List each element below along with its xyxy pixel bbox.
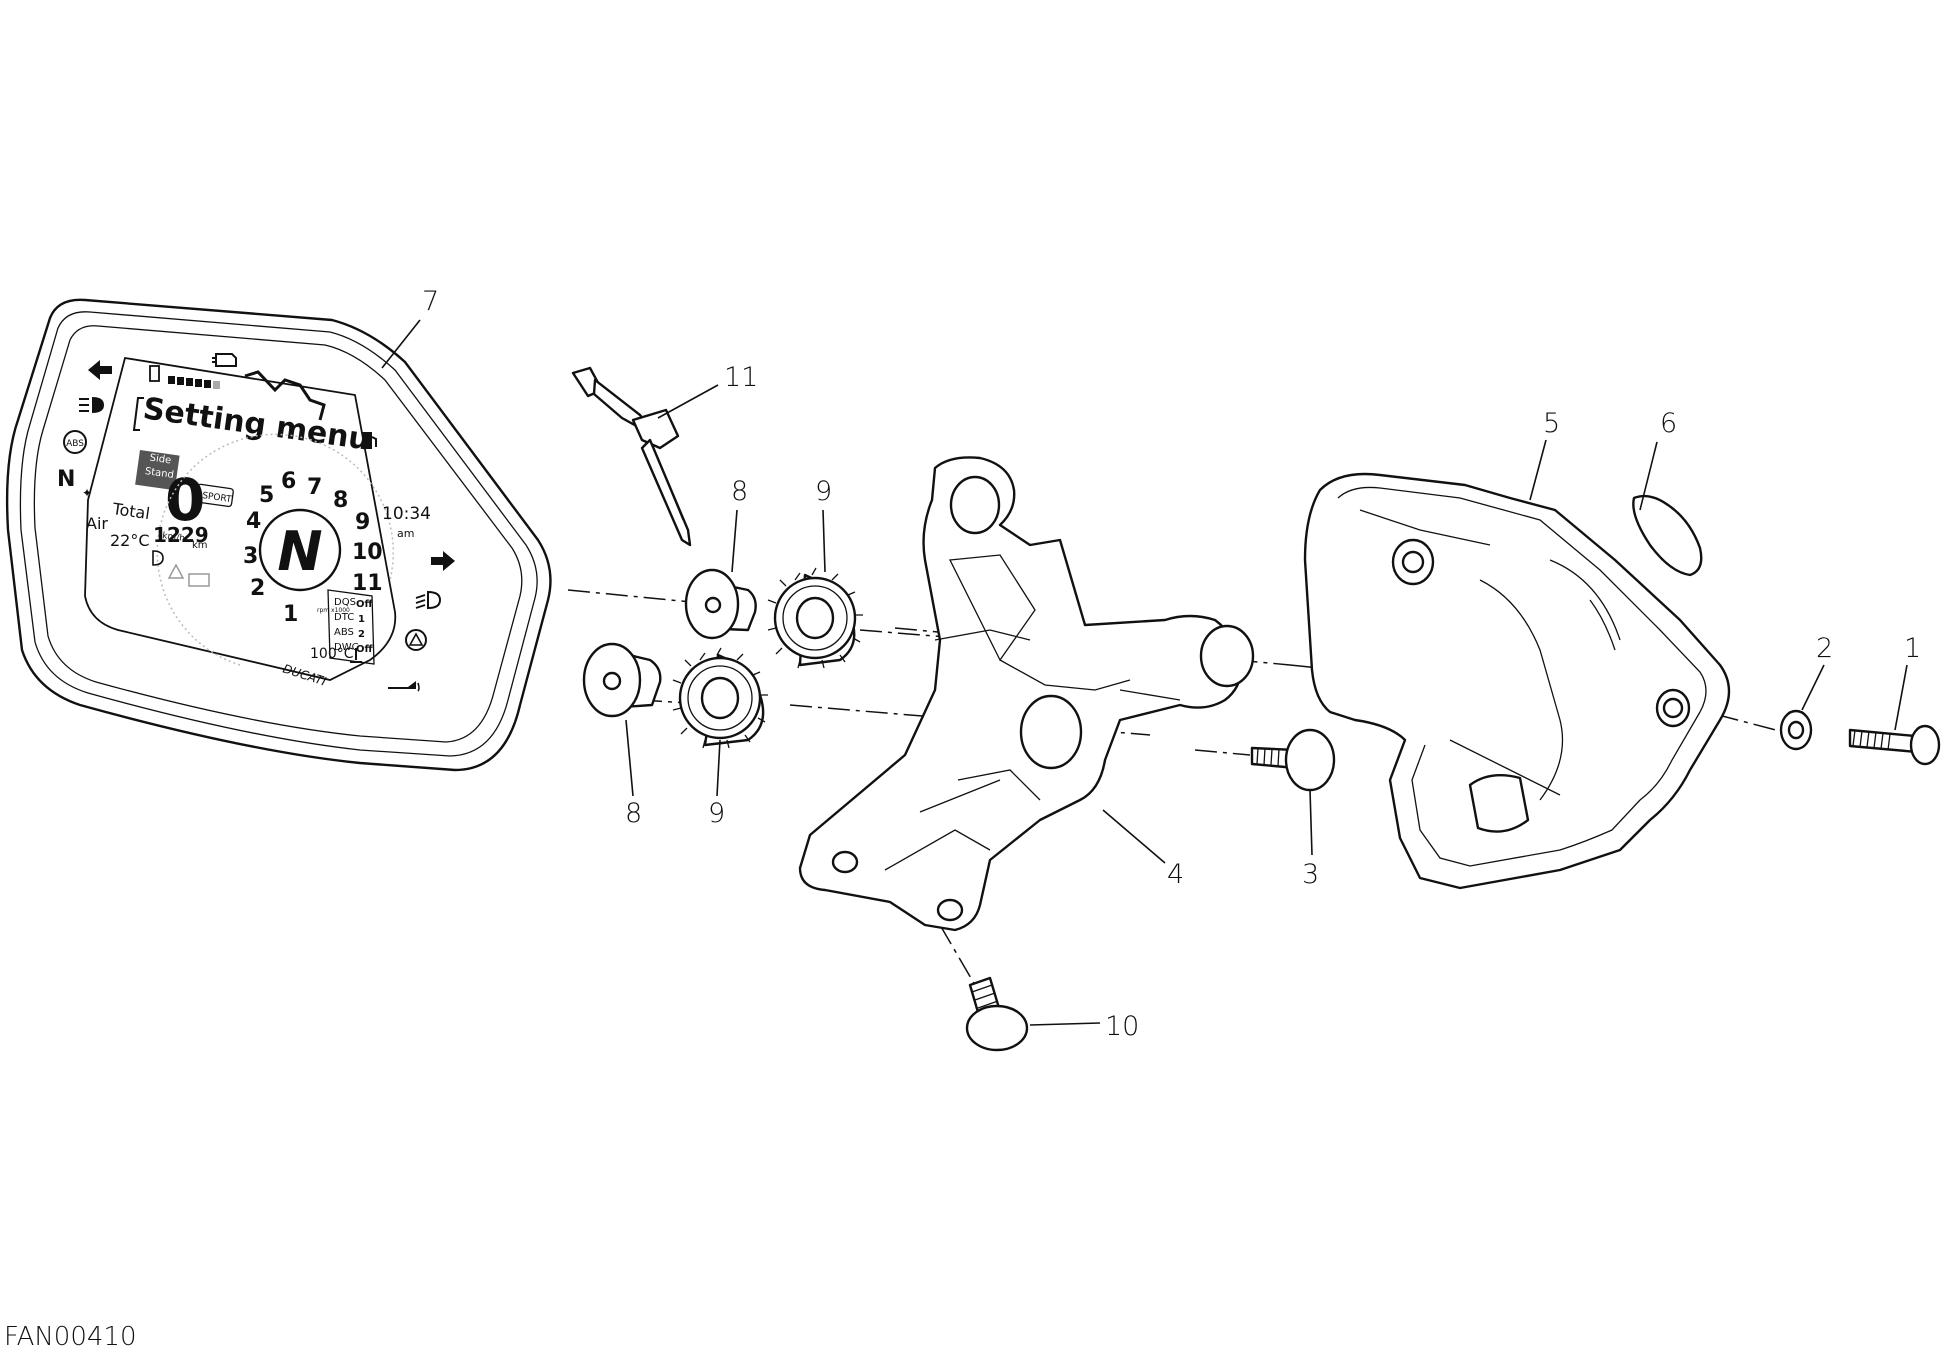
air-label: Air — [86, 514, 108, 533]
rubber-gear-lower — [672, 647, 768, 749]
status-value-4: Off — [356, 644, 374, 655]
status-box: DQS Off DTC 1 ABS 2 DWC Off — [327, 589, 375, 665]
instrument-panel: ABS N — [5, 298, 552, 772]
callout-8-upper: 8 — [731, 476, 748, 507]
warning-triangle-screen-icon — [167, 563, 185, 579]
fuel-level-bar — [168, 376, 220, 389]
status-value-1: Off — [356, 599, 374, 610]
side-stand-badge — [135, 450, 180, 491]
rpm-tick-11: 11 — [352, 571, 383, 596]
callout-11: 11 — [724, 362, 758, 393]
callout-4: 4 — [1167, 859, 1184, 890]
leader-lines — [381, 319, 1908, 1026]
neutral-indicator-icon: N — [57, 467, 75, 492]
rpm-unit: rpm x1000 — [317, 607, 350, 614]
high-beam-icon — [79, 397, 104, 413]
status-label-4: DWC — [334, 642, 359, 653]
odometer-value: 1229 — [153, 523, 209, 547]
fuel-level-icon — [149, 365, 160, 382]
gear-indicator: N — [277, 520, 322, 583]
svg-text:✦: ✦ — [82, 486, 92, 500]
callout-9-upper: 9 — [815, 476, 832, 507]
callout-8-lower: 8 — [625, 798, 642, 829]
turn-right-icon — [431, 551, 455, 571]
rpm-tick-3: 3 — [243, 544, 258, 569]
rpm-tick-7: 7 — [307, 475, 322, 500]
engine-check-icon — [212, 353, 237, 367]
rpm-tick-9: 9 — [355, 510, 370, 535]
screw-center — [1250, 728, 1336, 792]
speed-unit: km/h — [162, 531, 186, 544]
rpm-tick-5: 5 — [259, 483, 274, 508]
rpm-tick-1: 1 — [283, 602, 298, 627]
rubber-gear-upper — [767, 567, 863, 669]
screw-bottom — [965, 976, 1029, 1052]
callout-6: 6 — [1660, 408, 1677, 439]
callout-7: 7 — [422, 286, 439, 317]
low-beam-icon — [415, 590, 442, 610]
status-value-3: 2 — [358, 629, 365, 640]
rpm-tick-4: 4 — [246, 509, 261, 534]
figure-reference-code: FAN00410 — [4, 1322, 137, 1352]
rpm-tick-2: 2 — [250, 576, 265, 601]
lens-piece — [1632, 494, 1703, 577]
screw-right — [1848, 724, 1941, 766]
fuel-reserve-icon — [362, 432, 377, 449]
grommet-upper — [684, 568, 757, 640]
battery-icon — [188, 573, 210, 587]
rpm-tick-10: 10 — [352, 540, 383, 565]
instrument-cover — [1303, 472, 1731, 890]
callout-10: 10 — [1105, 1011, 1139, 1042]
status-label-3: ABS — [334, 627, 354, 638]
coolant-temp-icon — [350, 648, 362, 663]
coolant-temp: 100°C — [310, 646, 354, 662]
riding-mode: SPORT — [202, 491, 233, 505]
rpm-tick-6: 6 — [281, 469, 296, 494]
oil-pressure-icon — [388, 681, 420, 692]
turn-left-icon — [88, 360, 112, 380]
callout-2: 2 — [1816, 633, 1833, 664]
side-stand-line2: Stand — [144, 466, 174, 481]
warning-triangle-icon — [405, 629, 427, 651]
status-label-2: DTC — [334, 612, 354, 623]
clock-ampm: am — [397, 527, 414, 540]
callout-1: 1 — [1904, 633, 1921, 664]
brand-stylized-mark — [244, 370, 326, 421]
abs-warning-icon: ABS — [63, 430, 87, 454]
cable-tie — [571, 366, 692, 547]
status-value-2: 1 — [358, 614, 365, 625]
abs-lamp-label: ABS — [66, 439, 84, 449]
callout-5: 5 — [1543, 408, 1560, 439]
clock-time: 10:34 — [382, 504, 431, 524]
side-stand-line1: Side — [149, 453, 172, 467]
callout-9-lower: 9 — [708, 798, 725, 829]
tachometer: N rpm x1000 1 2 3 4 5 6 7 8 9 10 11 — [156, 433, 395, 666]
low-beam-screen-icon — [152, 550, 164, 566]
odometer-unit: km — [192, 540, 208, 551]
instrument-bracket — [798, 456, 1255, 932]
callout-3: 3 — [1302, 859, 1319, 890]
rpm-tick-8: 8 — [333, 488, 348, 513]
callout-labels: 7 11 8 9 5 6 2 1 3 4 10 8 9 — [422, 286, 1921, 1042]
washer — [1779, 709, 1813, 751]
grommet-lower — [582, 642, 662, 718]
air-temp: 22°C — [110, 531, 150, 550]
status-label-1: DQS — [334, 597, 356, 608]
